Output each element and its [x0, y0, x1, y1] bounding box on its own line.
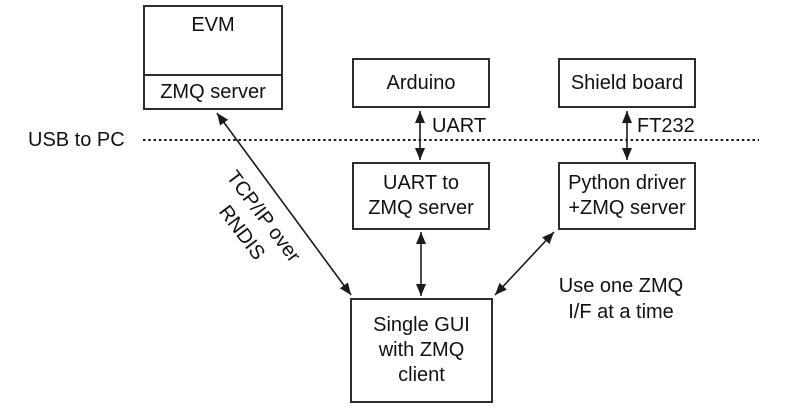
- evm-zmq-server-label: ZMQ server: [160, 80, 266, 103]
- uart-zmq-server-box: UART to ZMQ server: [352, 162, 490, 230]
- arrow-evm-gui-tcpip: [216, 112, 352, 296]
- usb-to-pc-label: USB to PC: [28, 129, 125, 151]
- python-driver-label: Python driver +ZMQ server: [568, 172, 686, 219]
- arrow-pythondriver-gui: [494, 231, 555, 296]
- evm-zmq-server-box: ZMQ server: [143, 74, 283, 110]
- arduino-label: Arduino: [386, 71, 456, 94]
- uart-zmq-server-label: UART to ZMQ server: [368, 172, 474, 219]
- python-driver-box: Python driver +ZMQ server: [558, 162, 696, 230]
- uart-link-label: UART: [432, 115, 487, 137]
- ft232-link-label: FT232: [637, 115, 695, 137]
- shield-board-box: Shield board: [558, 58, 696, 108]
- arduino-box: Arduino: [352, 58, 490, 108]
- single-gui-label: Single GUI with ZMQ client: [373, 314, 470, 386]
- shield-board-label: Shield board: [570, 71, 684, 94]
- one-zmq-note-label: Use one ZMQ I/F at a time: [558, 275, 684, 323]
- single-gui-box: Single GUI with ZMQ client: [350, 298, 493, 403]
- evm-label: EVM: [191, 14, 235, 36]
